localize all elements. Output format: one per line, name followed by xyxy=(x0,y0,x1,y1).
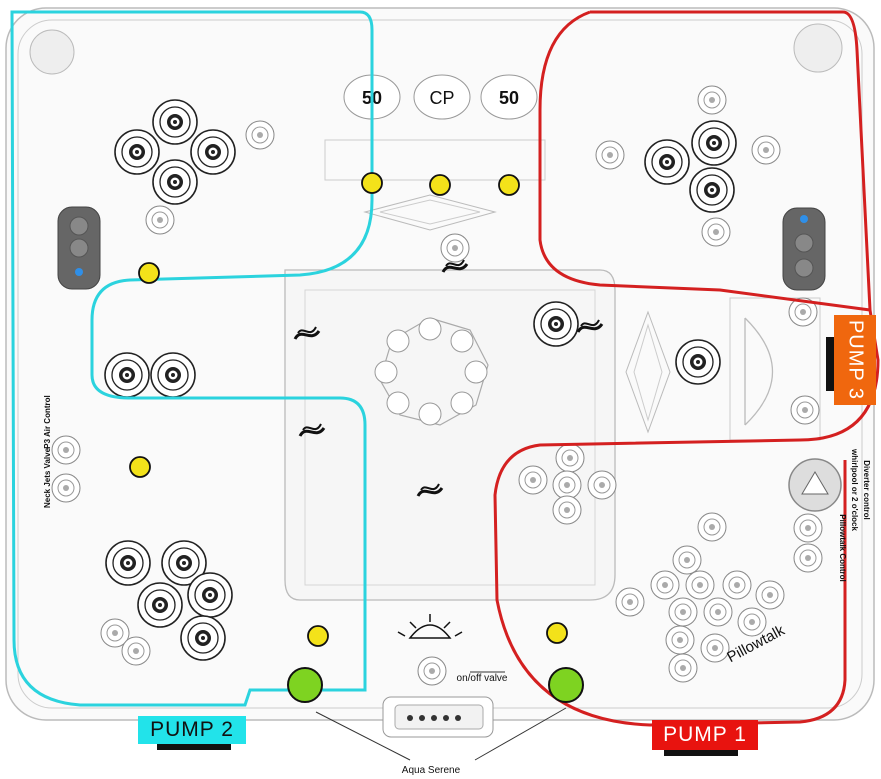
center-light-ring xyxy=(374,317,489,426)
p3-air-control-label: P3 Air Control xyxy=(43,395,52,448)
pump1-label: PUMP 1 xyxy=(652,720,758,750)
yellow-valve-markers xyxy=(129,172,568,647)
aqua-serene-pointers xyxy=(315,671,567,761)
button-cp: CP xyxy=(429,88,454,108)
diverter-control-label: Diverter control xyxy=(862,460,871,520)
pump2-label: PUMP 2 xyxy=(138,716,246,744)
light-icon xyxy=(397,614,463,639)
pump1-zone-outline xyxy=(493,10,880,727)
pump3-bar xyxy=(826,337,834,391)
pump3-label: PUMP 3 xyxy=(834,315,876,405)
pump3-label-text: PUMP 3 xyxy=(844,319,867,401)
aqua-serene-label: Aqua Serene xyxy=(402,765,461,776)
topside-control-panel xyxy=(382,696,494,738)
diverter-knob xyxy=(788,458,842,512)
whirlpool-note-label: whirlpool or 2 o'clock xyxy=(850,448,859,531)
spa-shell xyxy=(5,7,875,721)
green-aqua-serene-markers xyxy=(287,667,584,703)
pump2-zone-outline xyxy=(10,10,374,707)
button-50-right: 50 xyxy=(499,88,519,108)
left-control-pad xyxy=(57,206,101,290)
pump3-zone-outline xyxy=(538,10,871,312)
pump1-bar xyxy=(664,748,738,756)
onoff-valve-label: on/off valve xyxy=(457,673,508,684)
pillowtalk-control-label: Pillowtalk Control xyxy=(838,514,847,582)
pump2-bar xyxy=(157,742,231,750)
right-control-pad xyxy=(782,207,826,291)
neck-jets-valve-label: Neck Jets Valve xyxy=(43,447,52,508)
